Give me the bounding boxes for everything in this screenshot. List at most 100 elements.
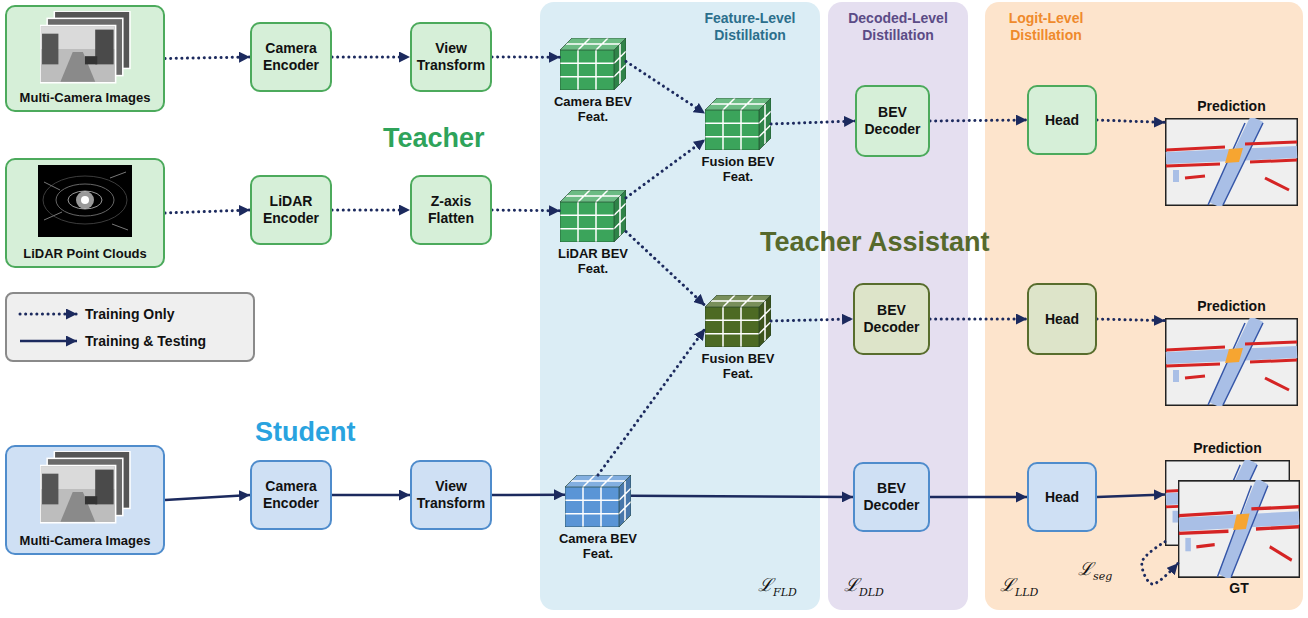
prediction-map: Prediction bbox=[1165, 460, 1290, 546]
bev-cube bbox=[565, 475, 631, 527]
distillation-band: Decoded-Level DistillationℒDLD BEV Decode… bbox=[828, 2, 968, 610]
node-label: GT bbox=[1178, 580, 1300, 597]
prediction-maps bbox=[1166, 119, 1300, 577]
training-only-arrow bbox=[332, 56, 410, 59]
prediction-map: Prediction bbox=[1165, 118, 1298, 206]
training-testing-arrow bbox=[492, 494, 565, 497]
node-label: LiDAR Encoder bbox=[256, 193, 326, 227]
process-box: BEV Decoder bbox=[855, 85, 930, 157]
training-only-arrow bbox=[626, 61, 705, 113]
lidar-center bbox=[81, 196, 89, 204]
node-label: LiDAR Point Clouds bbox=[11, 246, 159, 261]
process-box: Camera Encoder bbox=[250, 22, 332, 92]
lidar-ground bbox=[38, 165, 132, 237]
node-label: Camera Encoder bbox=[256, 478, 326, 512]
training-testing-arrow bbox=[631, 496, 853, 497]
lidar-scan bbox=[38, 165, 132, 237]
seg-map bbox=[1179, 481, 1300, 577]
process-box: BEV Decoder bbox=[853, 462, 930, 532]
training-only-arrow bbox=[626, 140, 705, 198]
training-testing-arrow bbox=[165, 495, 250, 500]
bev-cube bbox=[560, 190, 626, 242]
node-label: Prediction bbox=[1165, 298, 1298, 315]
seg-map bbox=[1166, 119, 1298, 206]
lidar-ring bbox=[56, 184, 114, 216]
process-box: View Transform bbox=[410, 22, 492, 92]
node-label: View Transform bbox=[416, 478, 486, 512]
band-fills bbox=[540, 2, 1303, 610]
bev-cube bbox=[705, 98, 771, 150]
logit-band-fill bbox=[985, 2, 1303, 610]
distillation-band: Feature-Level DistillationℒFLD Camera BEV… bbox=[540, 2, 820, 610]
legend-line bbox=[20, 312, 77, 315]
feature-map: Fusion BEV Feat. bbox=[705, 295, 771, 347]
node-label: Z-axis Flatten bbox=[416, 193, 486, 227]
band-title: Feature-Level Distillation bbox=[685, 10, 815, 44]
band-title: Decoded-Level Distillation bbox=[828, 10, 968, 44]
role-label: Teacher bbox=[383, 122, 485, 154]
training-only-arrow bbox=[930, 120, 1027, 121]
node-label: Multi-Camera Images bbox=[11, 90, 159, 105]
training-only-arrow bbox=[771, 319, 853, 321]
training-only-arrow bbox=[492, 209, 560, 213]
node-label: Fusion BEV Feat. bbox=[691, 154, 785, 184]
legend-box: Training OnlyTraining & Testing bbox=[5, 292, 255, 362]
lidar-ring bbox=[43, 176, 127, 224]
training-only-arrow bbox=[1142, 542, 1178, 584]
node-label: Prediction bbox=[1165, 98, 1298, 115]
feature-map: LiDAR BEV Feat. bbox=[560, 190, 626, 242]
process-box: BEV Decoder bbox=[853, 283, 930, 355]
legend-entry: Training & Testing bbox=[17, 333, 243, 349]
role-label: Teacher Assistant bbox=[760, 226, 990, 258]
process-box: Camera Encoder bbox=[250, 460, 332, 530]
lidar-points bbox=[44, 172, 128, 230]
process-box: Head bbox=[1027, 85, 1097, 155]
input-fill bbox=[6, 446, 164, 554]
loss-symbol: ℒDLD bbox=[844, 574, 884, 604]
process-box: Head bbox=[1027, 283, 1097, 355]
seg-map bbox=[1166, 319, 1298, 406]
subscript: seg bbox=[1093, 570, 1112, 583]
prediction-map: Prediction bbox=[1165, 318, 1298, 406]
legend-text: Training Only bbox=[85, 306, 174, 322]
legend-line bbox=[20, 339, 77, 342]
ground-truth-map: GT bbox=[1178, 480, 1300, 578]
legend-sample bbox=[17, 307, 79, 321]
training-only-arrow bbox=[626, 232, 705, 306]
bev-cube bbox=[705, 295, 771, 347]
node-label: Camera BEV Feat. bbox=[551, 531, 645, 561]
subscript: DLD bbox=[859, 586, 884, 599]
process-box: View Transform bbox=[410, 460, 492, 530]
node-label: Camera BEV Feat. bbox=[546, 94, 640, 124]
lidar-glow bbox=[76, 191, 94, 209]
feature-map: Camera BEV Feat. bbox=[565, 475, 631, 527]
training-testing-arrow bbox=[930, 496, 1027, 499]
subscript: LLD bbox=[1015, 586, 1038, 599]
input-fill bbox=[6, 159, 164, 267]
role-label: Student bbox=[255, 416, 356, 448]
training-only-arrow bbox=[492, 56, 560, 59]
process-box: LiDAR Encoder bbox=[250, 175, 332, 245]
training-testing-arrow bbox=[1097, 494, 1165, 497]
edge-label: ℒseg bbox=[1078, 558, 1112, 588]
input-fill bbox=[6, 6, 164, 111]
training-only-arrow bbox=[930, 318, 1027, 321]
legend-text: Training & Testing bbox=[85, 333, 206, 349]
loss-symbol: ℒLLD bbox=[1000, 574, 1038, 604]
node-label: Multi-Camera Images bbox=[11, 533, 159, 548]
band-title: Logit-Level Distillation bbox=[985, 10, 1107, 44]
camera-images bbox=[40, 451, 130, 523]
process-box: Head bbox=[1027, 462, 1097, 532]
loss-symbol: ℒFLD bbox=[758, 574, 797, 604]
decoded-band-fill bbox=[828, 2, 968, 610]
training-testing-arrow bbox=[332, 494, 410, 497]
input-fills bbox=[6, 6, 164, 554]
node-label: BEV Decoder bbox=[859, 302, 924, 336]
node-label: View Transform bbox=[416, 40, 486, 74]
node-label: LiDAR BEV Feat. bbox=[546, 246, 640, 276]
node-label: Head bbox=[1033, 489, 1091, 506]
node-label: Head bbox=[1033, 112, 1091, 129]
input-box: Multi-Camera Images bbox=[5, 445, 165, 555]
subscript: FLD bbox=[773, 586, 797, 599]
